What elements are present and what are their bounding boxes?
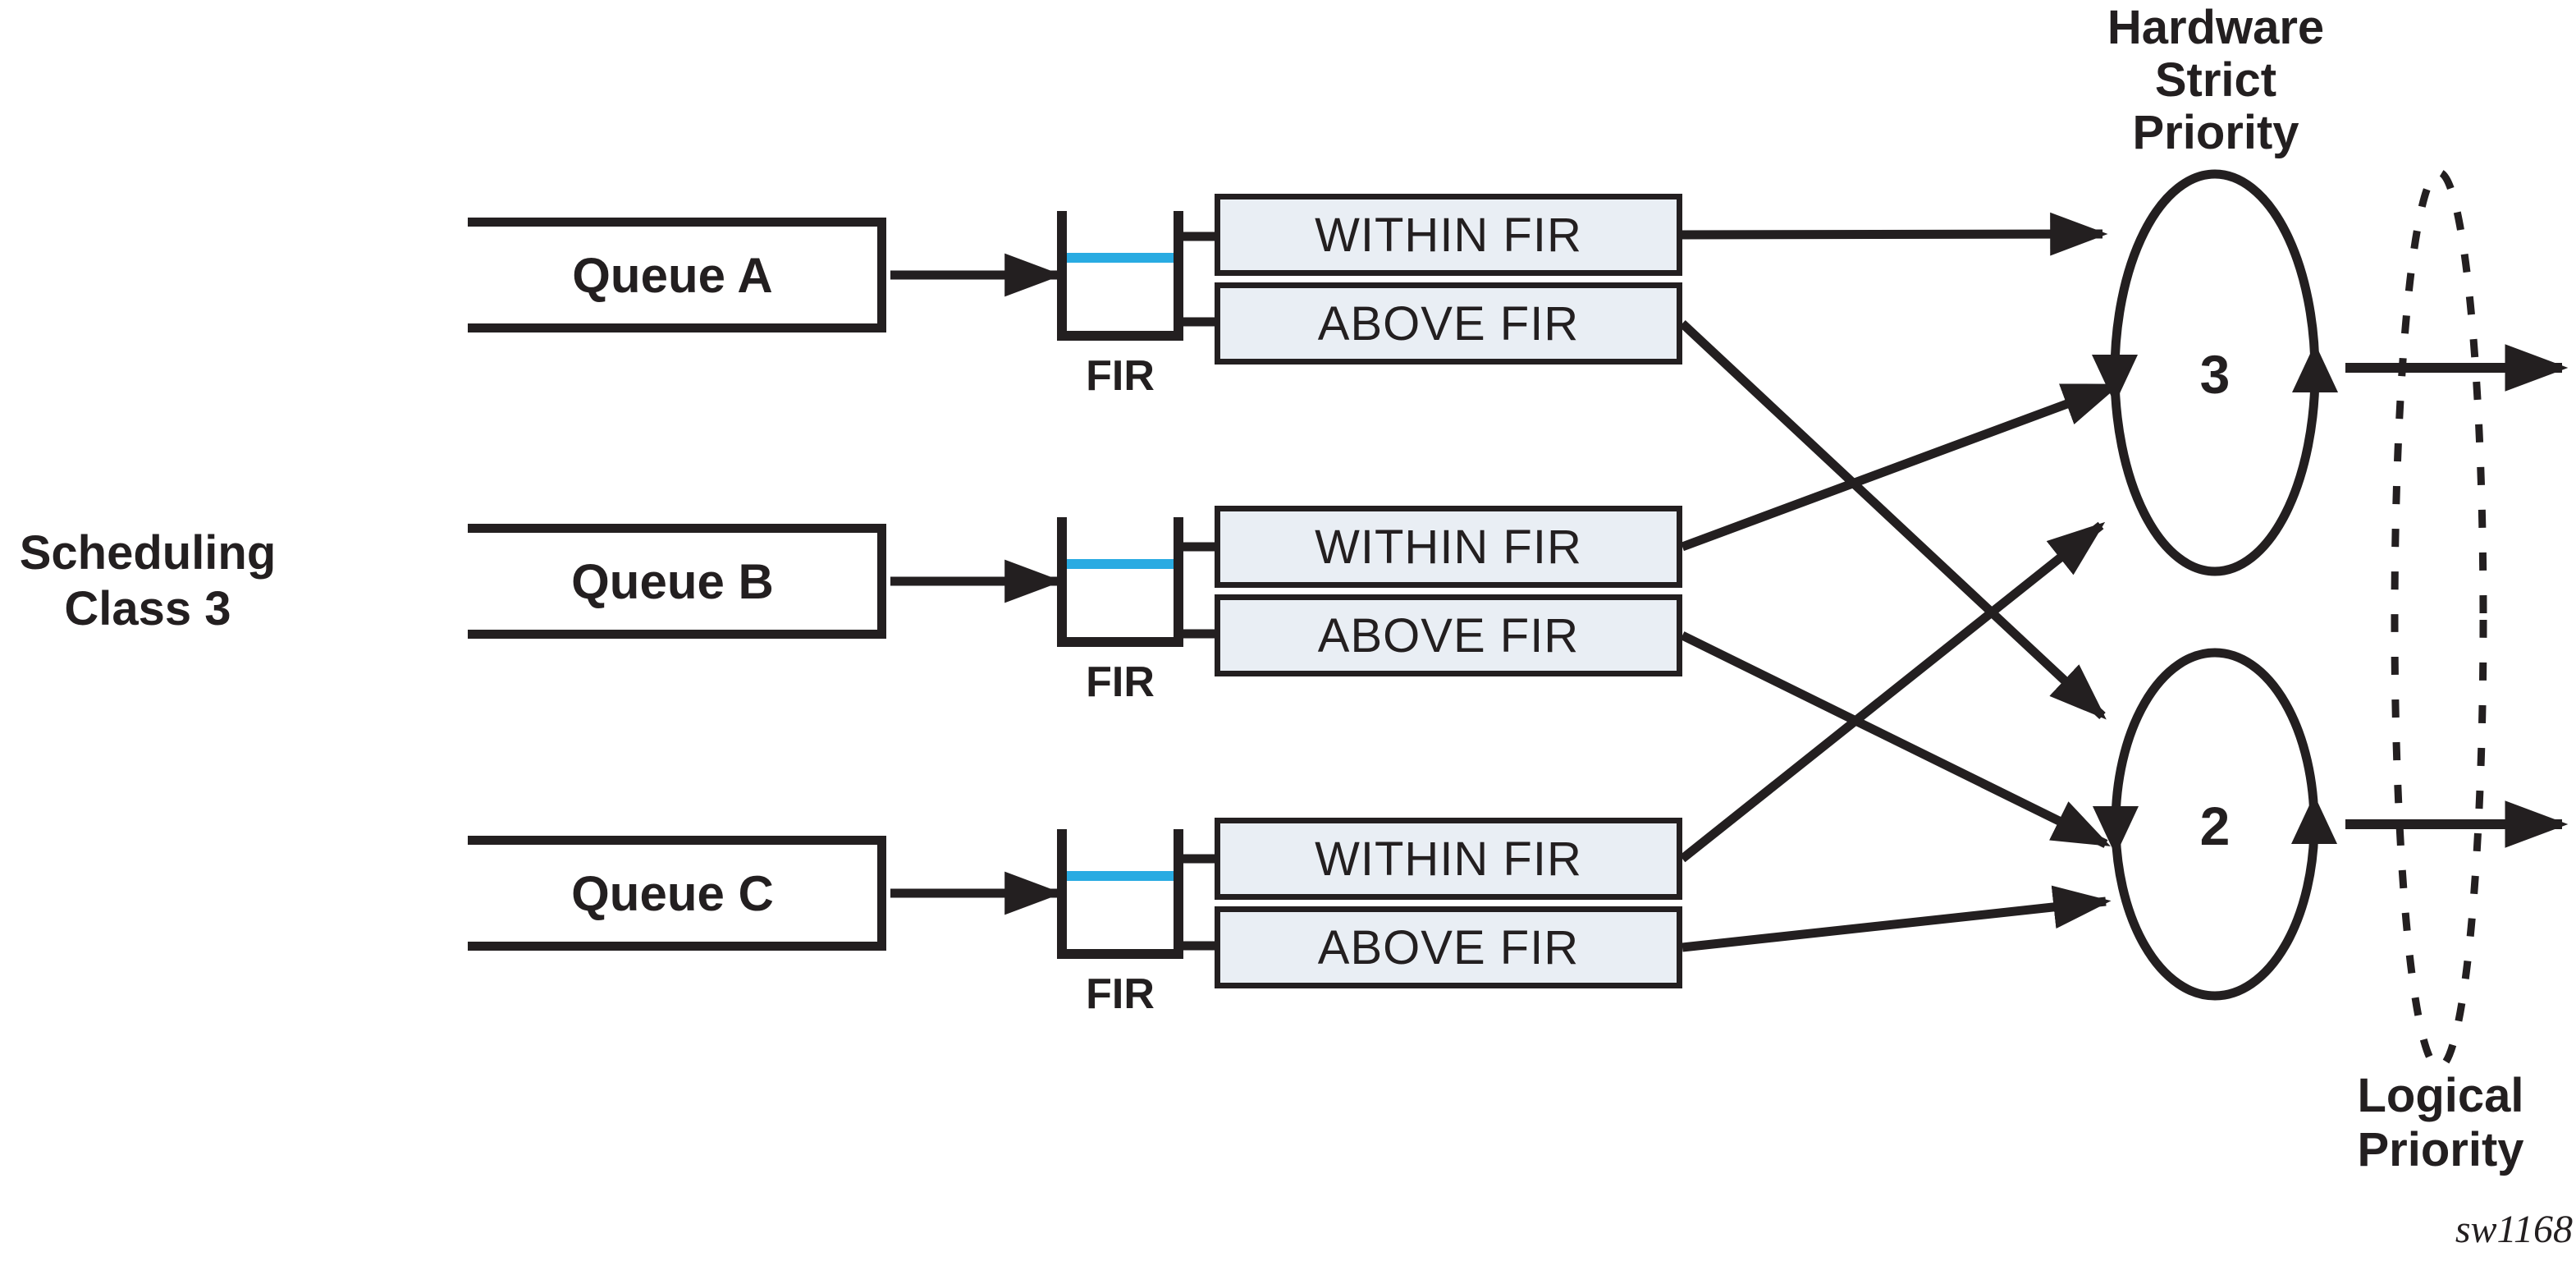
above-fir-c-label: ABOVE FIR: [1317, 920, 1580, 974]
p3-rotation-down-arrowhead: [2092, 355, 2138, 404]
logical-priority-ellipse: [2391, 168, 2487, 1071]
above-c-to-p2-arrow: [1681, 885, 2112, 952]
above-fir-a-label: ABOVE FIR: [1317, 296, 1580, 351]
p3-rotation-up-arrowhead: [2292, 343, 2338, 392]
fir-caption-a: FIR: [1086, 352, 1155, 400]
figure-id-watermark: sw1168: [2455, 1208, 2573, 1251]
within-fir-c-box: WITHIN FIR: [1215, 818, 1682, 900]
above-fir-c-box: ABOVE FIR: [1215, 906, 1682, 988]
queue-a-box: Queue A: [468, 218, 886, 332]
within-fir-c-label: WITHIN FIR: [1315, 832, 1582, 886]
queue-c-box: Queue C: [468, 836, 886, 951]
fir-caption-c: FIR: [1086, 970, 1155, 1018]
fir-caption-b: FIR: [1086, 658, 1155, 706]
fir-level-b: [1067, 559, 1174, 569]
above-b-to-p2-arrow: [1680, 631, 2111, 848]
hardware-strict-priority-label: Hardware Strict Priority: [2107, 1, 2325, 159]
above-a-to-p2-arrow: [1679, 319, 2107, 720]
fir-bucket-b: [1057, 517, 1183, 647]
within-c-to-p3-arrow: [1679, 521, 2106, 863]
p2-rotation-down-arrowhead: [2093, 806, 2139, 855]
fir-level-c: [1067, 871, 1174, 881]
logical-priority-label: Logical Priority: [2357, 1069, 2524, 1176]
scheduling-class-label: Scheduling Class 3: [19, 526, 277, 635]
p2-rotation-up-arrowhead: [2291, 795, 2337, 844]
above-fir-a-box: ABOVE FIR: [1215, 282, 1682, 365]
within-fir-b-box: WITHIN FIR: [1215, 506, 1682, 588]
fir-bucket-a: [1057, 211, 1183, 341]
priority-2-value: 2: [2199, 796, 2231, 856]
fir-bucket-c: [1057, 829, 1183, 959]
above-fir-b-label: ABOVE FIR: [1317, 608, 1580, 663]
within-b-to-p3-arrow: [1681, 381, 2121, 552]
within-fir-b-label: WITHIN FIR: [1315, 520, 1582, 574]
queue-a-label: Queue A: [572, 247, 773, 303]
queue-b-box: Queue B: [468, 524, 886, 639]
within-fir-a-label: WITHIN FIR: [1315, 208, 1582, 262]
queue-c-label: Queue C: [571, 865, 774, 921]
fir-level-a: [1067, 253, 1174, 263]
queue-b-label: Queue B: [571, 553, 774, 609]
within-fir-a-box: WITHIN FIR: [1215, 194, 1682, 276]
priority-3-value: 3: [2199, 344, 2231, 405]
above-fir-b-box: ABOVE FIR: [1215, 594, 1682, 676]
within-a-to-p3-arrow: [1681, 212, 2108, 256]
